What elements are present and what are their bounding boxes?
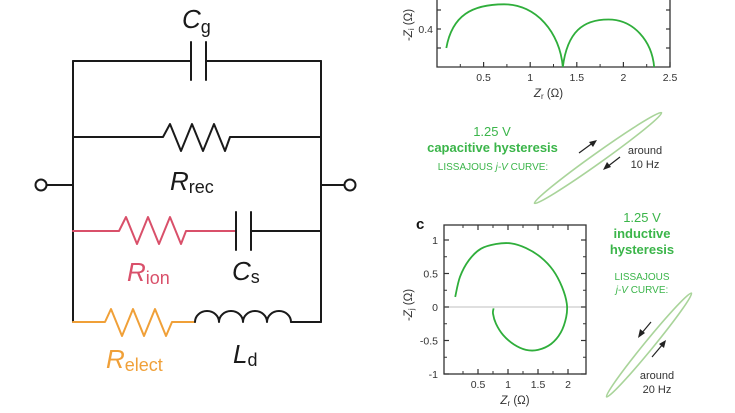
x-tick-label: 0.5 bbox=[471, 379, 486, 391]
y-tick-label: -0.5 bbox=[420, 336, 438, 348]
y-tick-label: -1 bbox=[429, 369, 438, 381]
y-tick-label: 0 bbox=[432, 302, 438, 314]
rion-resistor bbox=[72, 216, 237, 245]
equivalent-circuit bbox=[34, 41, 357, 337]
cap-freq-line2: 10 Hz bbox=[630, 159, 660, 171]
y-tick-label: 0.4 bbox=[418, 24, 433, 36]
ind-title-line1: inductive bbox=[613, 226, 671, 241]
x-tick-label: 1 bbox=[527, 72, 533, 84]
lissajous-inductive bbox=[605, 292, 693, 398]
cs-capacitor bbox=[235, 211, 322, 251]
lissajous-ellipse-capacitive bbox=[533, 111, 663, 205]
nyquist-arc-1 bbox=[445, 3, 564, 68]
x-axis-label: Zr (Ω) bbox=[533, 88, 563, 101]
y-tick-label: 0.5 bbox=[423, 269, 438, 281]
x-tick-label: 1.5 bbox=[531, 379, 546, 391]
y-axis-label: -Zi (Ω) bbox=[403, 9, 416, 41]
x-tick-label: 0.5 bbox=[476, 72, 491, 84]
arrow-up-right bbox=[651, 343, 664, 358]
label-rrec: Rrec bbox=[170, 166, 214, 197]
nyquist-chart-top: 0.5 1 1.5 2 2.5 0.4 Zr (Ω) -Zi (Ω) bbox=[403, 0, 677, 101]
y-tick-label: 1 bbox=[432, 235, 438, 247]
right-terminal bbox=[343, 178, 357, 192]
cap-title: capacitive hysteresis bbox=[427, 140, 558, 155]
ind-curve-label-line1: LISSAJOUS bbox=[614, 272, 670, 283]
x-tick-label: 2.5 bbox=[663, 72, 678, 84]
label-rion: Rion bbox=[127, 257, 170, 288]
label-ld: Ld bbox=[233, 339, 257, 370]
lissajous-capacitive bbox=[533, 111, 663, 205]
cap-curve-label: LISSAJOUS j-V CURVE: bbox=[428, 162, 558, 173]
ind-curve-label-post: CURVE: bbox=[627, 285, 669, 296]
cap-curve-label-post: CURVE: bbox=[507, 162, 549, 173]
ind-voltage: 1.25 V bbox=[623, 210, 661, 225]
nyquist-chart-c: 0.5 1 1.5 2 1 0.5 0 -0.5 -1 c Zr (Ω) -Zj (Ω) bbox=[403, 216, 587, 408]
nyquist-spiral bbox=[454, 242, 569, 352]
chart-frame bbox=[443, 224, 587, 375]
x-tick-label: 2 bbox=[565, 379, 571, 391]
lissajous-ellipse-inductive bbox=[605, 292, 693, 398]
ind-freq-line1: around bbox=[639, 370, 675, 382]
rrec-resistor bbox=[72, 123, 322, 152]
cap-voltage: 1.25 V bbox=[473, 124, 511, 139]
left-terminal bbox=[34, 178, 48, 192]
x-tick-label: 1 bbox=[505, 379, 511, 391]
y-axis-label: -Zj (Ω) bbox=[403, 289, 416, 321]
x-tick-label: 2 bbox=[620, 72, 626, 84]
cap-curve-label-jv: j-V bbox=[495, 162, 508, 173]
label-cg: Cg bbox=[182, 4, 211, 37]
cap-freq-line1: around bbox=[627, 145, 663, 157]
x-tick-label: 1.5 bbox=[569, 72, 584, 84]
circuit-labels: Cg Rrec Rion Cs Relect Ld bbox=[106, 4, 260, 375]
nyquist-arc-2 bbox=[561, 18, 656, 68]
cap-curve-label-pre: LISSAJOUS bbox=[437, 162, 496, 173]
label-cs: Cs bbox=[232, 256, 260, 287]
arrowhead-down-left bbox=[638, 329, 645, 338]
ind-curve-label-jv: j-V bbox=[615, 285, 628, 296]
ind-title-line2: hysteresis bbox=[609, 242, 675, 257]
label-relect: Relect bbox=[106, 344, 163, 375]
ind-freq-line2: 20 Hz bbox=[642, 384, 672, 396]
ind-curve-label-line2: j-V CURVE: bbox=[607, 285, 677, 296]
arrowhead-down-left bbox=[603, 162, 611, 170]
relect-resistor bbox=[72, 308, 196, 337]
arrowhead-up-right bbox=[659, 340, 666, 348]
arrowhead-up-right bbox=[589, 140, 597, 147]
ld-inductor bbox=[194, 310, 322, 323]
x-axis-label: Zr (Ω) bbox=[499, 395, 529, 408]
panel-label-c: c bbox=[416, 216, 424, 233]
cg-capacitor bbox=[72, 41, 322, 81]
